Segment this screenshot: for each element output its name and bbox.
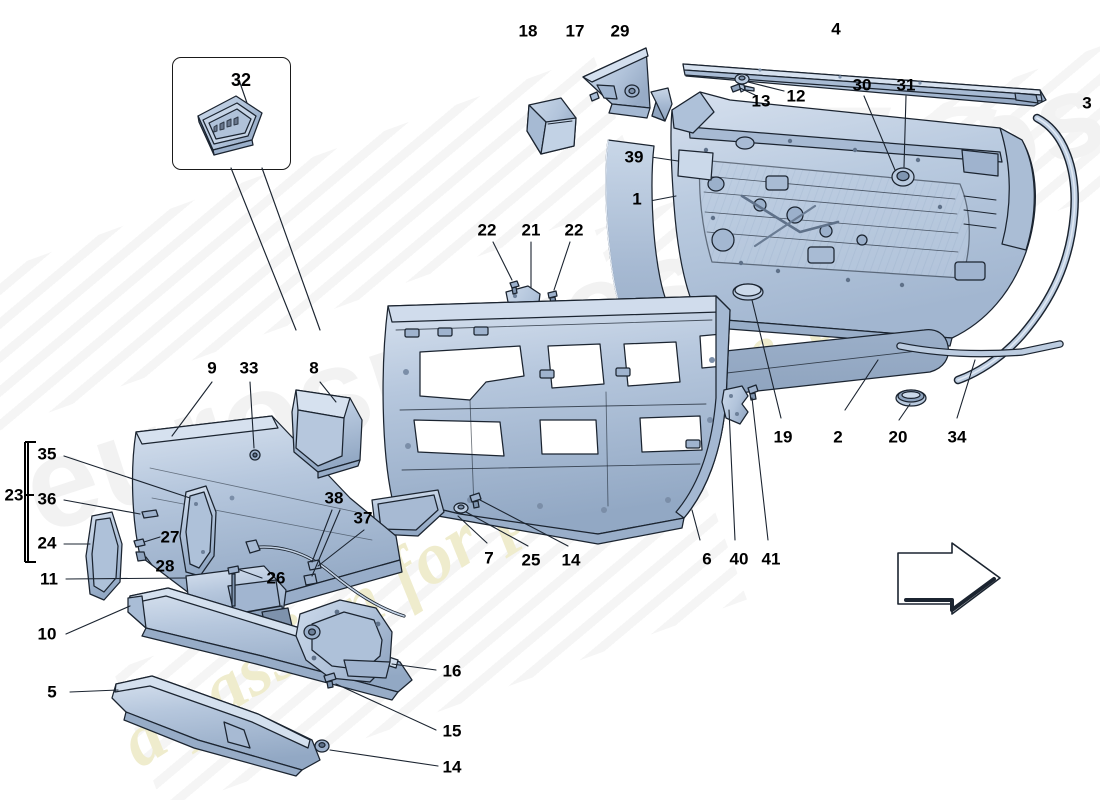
callout-33: 33	[239, 358, 259, 378]
callout-18: 18	[518, 21, 538, 41]
part-20-rubber-bung	[895, 389, 927, 407]
callout-22-left: 22	[477, 220, 497, 240]
part-40-latch-bracket	[721, 385, 749, 425]
callout-16: 16	[442, 661, 462, 681]
callout-1: 1	[632, 189, 642, 209]
callout-13: 13	[751, 91, 771, 111]
callout-40: 40	[729, 549, 749, 569]
callout-26: 26	[266, 568, 286, 588]
callout-24: 24	[37, 533, 57, 553]
callout-22-right: 22	[564, 220, 584, 240]
callout-23: 23	[4, 485, 24, 505]
direction-arrow	[897, 542, 1001, 615]
callout-28: 28	[155, 556, 175, 576]
callout-6: 6	[702, 549, 712, 569]
callout-19: 19	[773, 427, 793, 447]
callout-32: 32	[230, 70, 252, 90]
callout-11: 11	[40, 569, 58, 589]
callout-14-bottom: 14	[442, 757, 462, 777]
callout-10: 10	[37, 624, 57, 644]
callout-37: 37	[353, 508, 373, 528]
callout-3: 3	[1082, 93, 1092, 113]
callout-5: 5	[47, 682, 57, 702]
callout-15: 15	[442, 721, 462, 741]
callout-9: 9	[207, 358, 217, 378]
callout-30: 30	[852, 75, 872, 95]
callout-12: 12	[786, 86, 806, 106]
callout-31: 31	[896, 75, 916, 95]
callout-34: 34	[947, 427, 967, 447]
callout-38: 38	[324, 488, 344, 508]
part-33-clip	[249, 449, 261, 461]
callout-35: 35	[37, 444, 57, 464]
callout-17: 17	[565, 21, 585, 41]
callout-29: 29	[610, 21, 630, 41]
callout-36: 36	[37, 489, 57, 509]
callout-41: 41	[761, 549, 781, 569]
callout-4: 4	[831, 19, 841, 39]
callout-21: 21	[521, 220, 541, 240]
callout-14-mid: 14	[561, 550, 581, 570]
callout-27: 27	[160, 527, 180, 547]
callout-39: 39	[624, 147, 644, 167]
callout-25: 25	[521, 550, 541, 570]
callout-20: 20	[888, 427, 908, 447]
callout-2: 2	[833, 427, 843, 447]
callout-7: 7	[484, 548, 494, 568]
callout-8: 8	[309, 358, 319, 378]
